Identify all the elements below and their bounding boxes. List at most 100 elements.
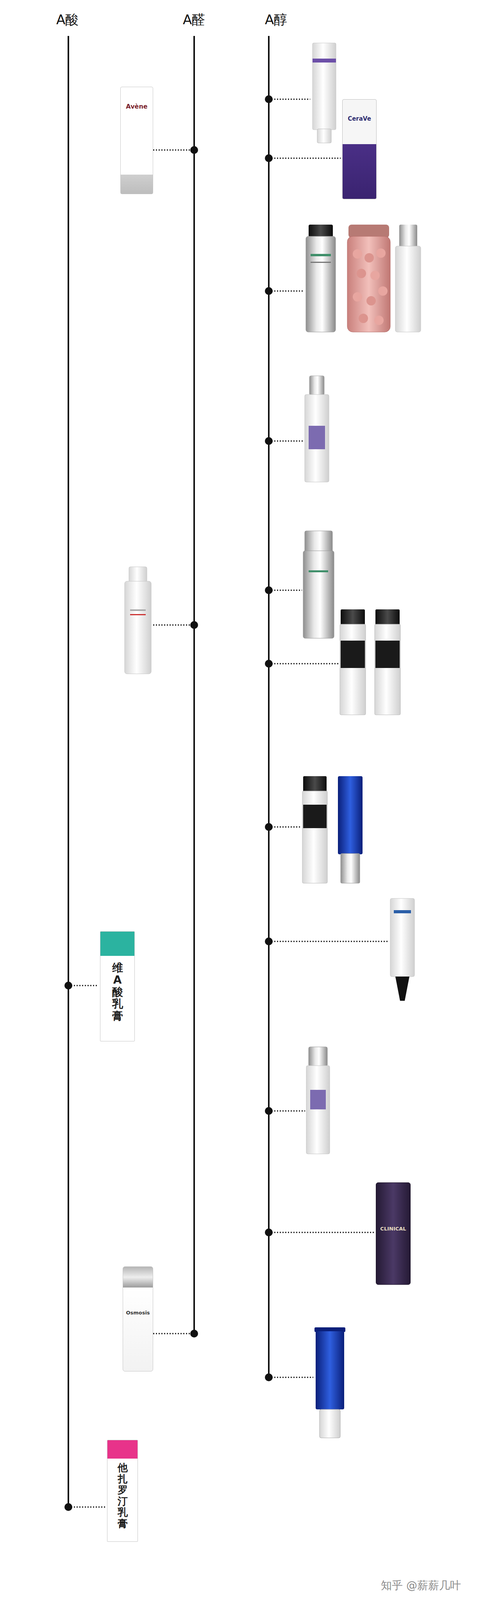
leader-line xyxy=(268,826,302,828)
product-bottle: Osmosis xyxy=(122,1266,154,1372)
capsule-jar xyxy=(356,268,367,279)
product-tube xyxy=(337,776,363,855)
leader-line xyxy=(268,1377,314,1379)
capsule-jar xyxy=(358,313,369,324)
watermark: 知乎 @薪薪几叶 xyxy=(380,1578,461,1594)
product-bottle xyxy=(395,246,421,333)
timeline-axis xyxy=(267,35,270,1378)
capsule-jar xyxy=(374,315,384,326)
leader-line xyxy=(268,290,304,292)
leader-line xyxy=(68,99,390,1508)
product-bottle xyxy=(305,224,336,333)
product-name: 维A酸乳膏 xyxy=(112,962,124,1023)
product-bottle xyxy=(304,394,329,483)
leader-line xyxy=(68,985,99,987)
capsule-jar xyxy=(347,224,391,333)
capsule-jar xyxy=(352,249,363,259)
product-tube xyxy=(340,853,360,884)
timeline-dot xyxy=(264,95,273,104)
capsule-jar xyxy=(352,292,363,302)
product-bottle xyxy=(310,1089,326,1110)
timeline-dot xyxy=(64,95,273,1512)
timeline-dot xyxy=(190,1329,199,1338)
leader-line xyxy=(268,589,302,592)
brand-name: Avène xyxy=(120,102,153,111)
timeline-dot xyxy=(190,146,199,154)
timeline-dot xyxy=(264,1228,273,1237)
leader-line xyxy=(268,98,311,101)
product-bottle xyxy=(308,425,326,450)
product-tube xyxy=(339,609,401,715)
capsule-jar xyxy=(364,253,374,263)
column-heading: A醛 xyxy=(182,10,206,29)
timeline-dot xyxy=(264,437,273,445)
product-tube xyxy=(390,898,415,977)
product-tube xyxy=(375,609,400,626)
timeline-dot xyxy=(264,1373,273,1382)
leader-line xyxy=(153,149,195,151)
brand-name: CeraVe xyxy=(342,115,377,123)
product-tube xyxy=(340,609,365,626)
product-tube xyxy=(302,776,363,884)
product-bottle: CLINICAL xyxy=(375,1182,411,1285)
product-tube xyxy=(393,910,411,914)
timeline-dot xyxy=(264,937,273,946)
product-tube xyxy=(340,640,365,669)
product-bottle xyxy=(304,530,333,553)
timeline-dot xyxy=(264,586,273,595)
product-tube xyxy=(302,791,328,884)
timeline-dot xyxy=(64,981,73,990)
product-bottle xyxy=(303,550,335,639)
product-tube xyxy=(312,42,336,143)
product-tube xyxy=(395,976,410,1001)
product-bottle xyxy=(310,253,331,257)
product-bottle xyxy=(130,614,146,616)
timeline-axis xyxy=(67,35,70,1509)
column-heading: A酸 xyxy=(56,10,79,29)
leader-line xyxy=(268,157,341,159)
timeline-axis xyxy=(68,35,269,1509)
capsule-jar xyxy=(376,248,386,258)
brand-name: CLINICAL xyxy=(376,1225,411,1232)
product-bottle xyxy=(124,566,152,674)
column-heading: A醇 xyxy=(264,10,288,29)
leader-line xyxy=(268,1232,375,1234)
capsule-jar xyxy=(378,286,388,296)
timeline-dot xyxy=(264,823,273,831)
leader-line xyxy=(268,1110,306,1112)
product-tube xyxy=(312,58,336,63)
product-tube xyxy=(374,624,401,715)
timeline-dot xyxy=(264,287,273,295)
product-tube xyxy=(303,804,327,829)
product-bottle xyxy=(124,581,152,674)
product-bottle xyxy=(310,261,331,263)
leader-line xyxy=(153,1333,195,1335)
capsule-jar xyxy=(347,236,391,333)
product-bottle xyxy=(308,224,333,238)
product-bottle xyxy=(309,375,325,396)
product-bottle xyxy=(128,566,147,583)
leader-line xyxy=(268,440,304,442)
leader-line xyxy=(153,624,195,626)
product-bottle xyxy=(308,570,329,573)
product-bottle xyxy=(303,530,335,639)
product-bottle xyxy=(306,1065,330,1155)
product-tube xyxy=(314,1327,346,1439)
timeline-dot xyxy=(264,154,273,163)
product-bottle xyxy=(306,1046,330,1155)
product-tube xyxy=(317,128,332,143)
timeline-dot xyxy=(264,1107,273,1115)
product-tube: Avène xyxy=(120,86,154,195)
product-bottle xyxy=(308,1046,328,1067)
product-name: 他扎罗汀乳膏 xyxy=(117,1462,128,1530)
product-tube xyxy=(312,42,336,130)
product-tube xyxy=(375,640,400,669)
capsule-jar xyxy=(370,270,380,281)
product-bottle: CeraVe xyxy=(342,99,377,200)
product-tube xyxy=(319,1409,341,1439)
product-bottle xyxy=(395,224,421,333)
timeline-dot xyxy=(64,1503,73,1512)
